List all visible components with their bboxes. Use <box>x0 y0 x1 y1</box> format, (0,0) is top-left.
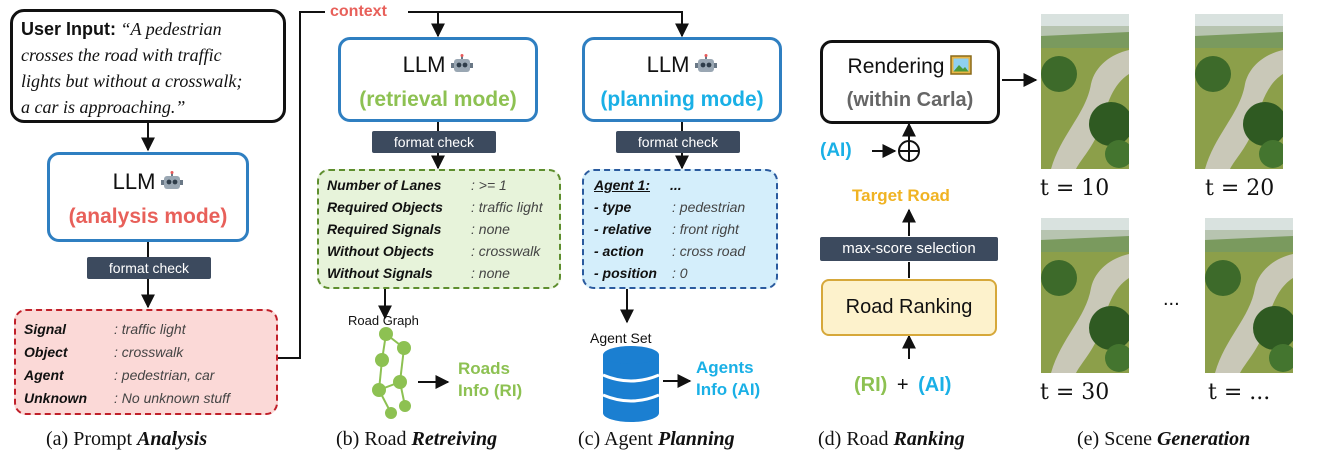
planning-key: - position <box>594 265 657 281</box>
ai-label: (AI) <box>918 374 952 396</box>
frame-time-label: t = 20 <box>1205 176 1275 201</box>
caption-b: (b) Road Retreiving <box>336 428 498 450</box>
planning-value: : front right <box>672 221 739 237</box>
retrieval-mode-label: (retrieval mode) <box>359 88 517 111</box>
analysis-value: : pedestrian, car <box>114 367 215 383</box>
agent-set-label: Agent Set <box>590 330 652 346</box>
retrieval-value: : crosswalk <box>471 243 541 259</box>
analysis-value: : traffic light <box>114 321 186 337</box>
retrieval-value: : traffic light <box>471 199 543 215</box>
retrieval-key: Without Signals <box>327 265 433 281</box>
frame-time-label: t = 30 <box>1040 380 1110 405</box>
context-label: context <box>330 3 387 20</box>
caption-c: (c) Agent Planning <box>578 428 735 450</box>
llm-label: LLM <box>646 52 690 77</box>
roads-info-label: Roads Info (RI) <box>458 359 523 400</box>
analysis-key: Unknown <box>24 390 87 406</box>
frame-time-label: t = 10 <box>1040 176 1110 201</box>
planning-key: - relative <box>594 221 652 237</box>
retrieval-key: Required Signals <box>327 221 442 237</box>
retrieval-value: : none <box>471 265 510 281</box>
robot-icon <box>161 171 184 191</box>
ri-plus-ai: (RI) + (AI) <box>854 374 951 397</box>
rendering-label: Rendering <box>847 55 945 78</box>
llm-analysis-box: LLM (analysis mode) <box>47 152 249 242</box>
llm-planning-box: LLM (planning mode) <box>582 37 782 122</box>
within-carla-label: (within Carla) <box>846 89 974 111</box>
analysis-key: Agent <box>24 367 64 383</box>
analysis-key: Signal <box>24 321 67 337</box>
format-check-badge: format check <box>87 257 211 279</box>
analysis-value: : crosswalk <box>114 344 184 360</box>
analysis-value: : No unknown stuff <box>114 390 230 406</box>
caption-e: (e) Scene Generation <box>1077 428 1251 450</box>
scene-frame-image <box>1041 218 1129 373</box>
llm-label: LLM <box>112 169 156 194</box>
user-input-line-1: “A pedestrian <box>120 19 222 39</box>
frame-ellipsis: ... <box>1163 288 1180 310</box>
ai-input-label: (AI) <box>820 140 852 161</box>
agents-info-label: Agents Info (AI) <box>696 358 761 399</box>
road-ranking-label: Road Ranking <box>845 296 973 318</box>
road-graph-icon <box>372 327 411 419</box>
agent-header-value: ... <box>670 177 682 193</box>
retrieval-value: : >= 1 <box>471 177 507 193</box>
robot-icon <box>695 54 718 74</box>
user-input-line-2: crosses the road with traffic <box>21 45 222 65</box>
frame-time-label: t = ... <box>1208 380 1271 405</box>
format-check-badge: format check <box>372 131 496 153</box>
retrieval-output-box: Number of Lanes : >= 1 Required Objects : … <box>317 169 561 289</box>
user-input-box: User Input: “A pedestrian crosses the ro… <box>10 9 286 123</box>
planning-value: : 0 <box>672 265 688 281</box>
picture-icon <box>950 55 973 81</box>
analysis-key: Object <box>24 344 68 360</box>
retrieval-value: : none <box>471 221 510 237</box>
caption-a: (a) Prompt Analysis <box>46 428 208 450</box>
planning-output-box: Agent 1:... - type : pedestrian - relativ… <box>582 169 778 289</box>
llm-retrieval-box: LLM (retrieval mode) <box>338 37 538 122</box>
target-road-label: Target Road <box>852 186 950 205</box>
planning-mode-label: (planning mode) <box>600 88 764 111</box>
retrieval-key: Required Objects <box>327 199 443 215</box>
planning-value: : pedestrian <box>672 199 746 215</box>
user-input-line-3: lights but without a crosswalk; <box>21 71 243 91</box>
road-ranking-box: Road Ranking <box>821 279 997 336</box>
ri-label: (RI) <box>854 374 888 396</box>
scene-frame-image <box>1205 218 1293 373</box>
road-graph-label: Road Graph <box>348 313 419 328</box>
robot-icon <box>451 54 474 74</box>
scene-frame-image <box>1041 14 1129 169</box>
analysis-mode-label: (analysis mode) <box>68 205 228 228</box>
planning-value: : cross road <box>672 243 746 259</box>
llm-label: LLM <box>402 52 446 77</box>
user-input-label: User Input: <box>21 19 117 39</box>
analysis-output-box: Signal: traffic light Object: crosswalk … <box>14 309 278 415</box>
database-icon <box>602 346 660 422</box>
max-score-selection-badge: max-score selection <box>820 237 998 261</box>
planning-key: - type <box>594 199 632 215</box>
retrieval-key: Number of Lanes <box>327 177 442 193</box>
agent-header: Agent 1: <box>594 177 650 193</box>
retrieval-key: Without Objects <box>327 243 435 259</box>
user-input-line-4: a car is approaching.” <box>21 97 186 117</box>
scene-frame-image <box>1195 14 1283 169</box>
format-check-badge: format check <box>616 131 740 153</box>
rendering-box: Rendering (within Carla) <box>820 40 1000 124</box>
planning-key: - action <box>594 243 644 259</box>
caption-d: (d) Road Ranking <box>818 428 965 450</box>
plus-label: + <box>896 374 909 396</box>
